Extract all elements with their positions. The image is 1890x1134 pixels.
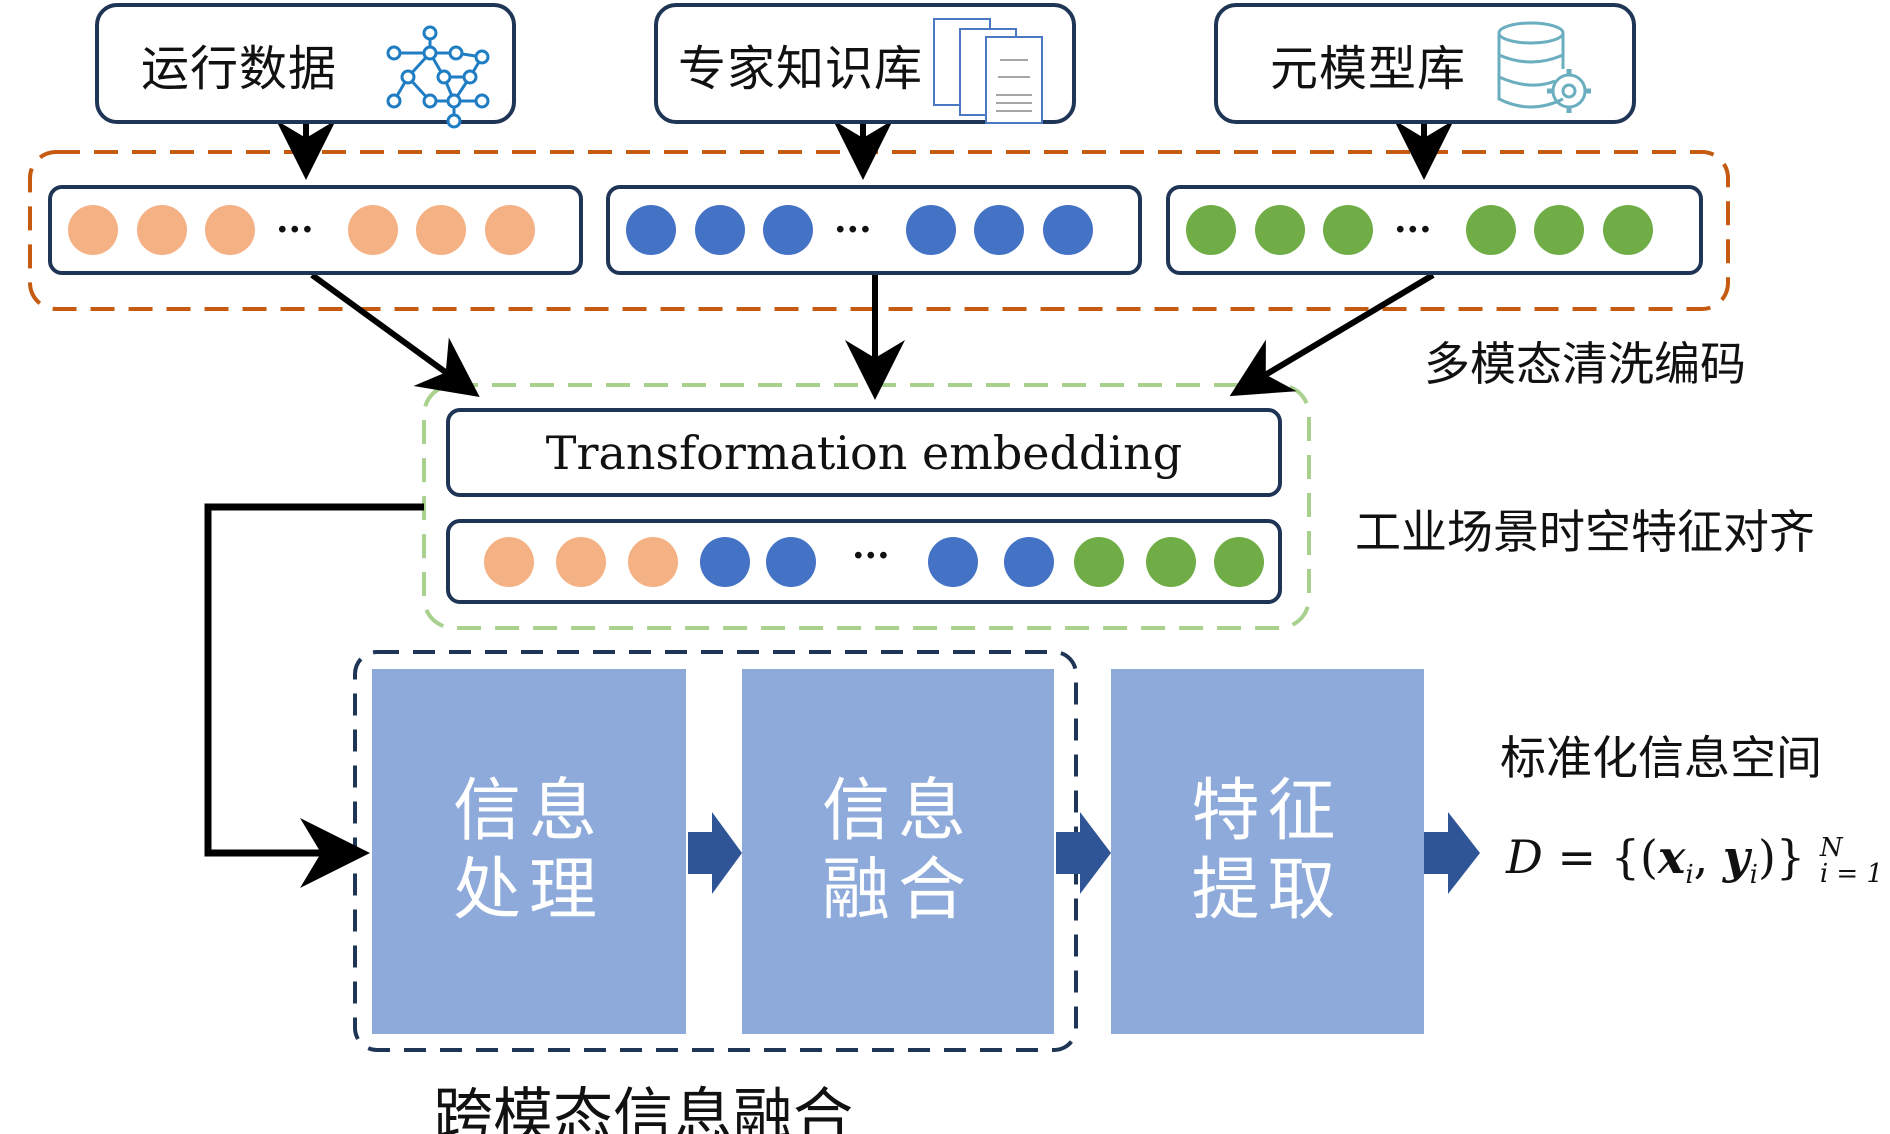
encoding-dot [1186,205,1236,255]
block-feature-extraction[interactable]: 特征 提取 [1111,669,1424,1034]
encoding-ellipsis: ··· [276,209,314,251]
embedding-dot [766,537,816,587]
label-multimodal-cleaning: 多模态清洗编码 [1424,337,1746,391]
formula-upper: N [1819,833,1843,863]
encoding-dot [763,205,813,255]
block-info-fusion[interactable]: 信息 融合 [742,669,1054,1034]
embedding-dot [1004,537,1054,587]
formula-y: y [1722,830,1750,884]
embedding-title: Transformation embedding [545,425,1183,480]
block-label: 特征 提取 [1191,772,1344,930]
encoding-dot [626,205,676,255]
formula-lhs: D [1506,830,1543,884]
embedding-dot [928,537,978,587]
label-cross-modal-fusion: 跨模态信息融合 [433,1082,853,1134]
arrow-row-1 [310,272,480,398]
encoding-dot [695,205,745,255]
source-box-expert-knowledge[interactable]: 专家知识库 [654,3,1076,124]
network-graph-icon [386,25,490,129]
encoding-ellipsis: ··· [834,209,872,251]
encoding-dot [1043,205,1093,255]
embedding-dot [1214,537,1264,587]
encoding-dot [485,205,535,255]
encoding-dot [1534,205,1584,255]
source-box-runtime-data[interactable]: 运行数据 [95,3,516,129]
block-label: 信息 融合 [821,772,974,930]
encoding-dot [1255,205,1305,255]
label-spatiotemporal-alignment: 工业场景时空特征对齐 [1355,505,1815,559]
embedding-ellipsis: ··· [852,535,890,577]
dataset-formula: D = {(xi, yi)} N i = 1 [1506,830,1883,890]
encoding-dot [348,205,398,255]
encoding-dot [974,205,1024,255]
block-info-processing[interactable]: 信息 处理 [372,669,686,1034]
document-stack-icon [933,18,1043,124]
transformation-embedding-box[interactable]: Transformation embedding [446,408,1282,497]
embedding-dot [484,537,534,587]
formula-open: {( [1610,830,1658,884]
formula-y-index: i [1749,860,1758,891]
arrow-row-3 [1229,272,1435,397]
arrow-embedding-to-fusion [204,503,424,888]
formula-x: x [1657,830,1686,884]
formula-comma: , [1693,830,1723,884]
database-gear-icon [1497,21,1591,113]
source-label: 专家知识库 [678,40,924,97]
source-box-meta-model[interactable]: 元模型库 [1214,3,1636,124]
source-label: 元模型库 [1270,40,1467,97]
encoding-dot [906,205,956,255]
embedding-dot [1146,537,1196,587]
source-label: 运行数据 [141,40,338,97]
block-label: 信息 处理 [452,772,605,930]
formula-x-index: i [1685,860,1694,891]
encoding-ellipsis: ··· [1394,209,1432,251]
block-arrow-3 [1424,812,1480,894]
formula-eq: = [1557,830,1597,884]
embedding-dot [700,537,750,587]
formula-close: )} [1757,830,1806,884]
encoding-dot [1466,205,1516,255]
block-arrow-1 [688,812,742,894]
label-standardized-space: 标准化信息空间 [1500,731,1822,785]
encoding-dot [1323,205,1373,255]
encoding-dot [1603,205,1653,255]
encoding-dot [137,205,187,255]
formula-lower: i = 1 [1819,859,1883,889]
block-arrow-2 [1056,812,1111,894]
embedding-dot [628,537,678,587]
encoding-dot [68,205,118,255]
encoding-dot [416,205,466,255]
embedding-dot [556,537,606,587]
embedding-dot [1074,537,1124,587]
encoding-dot [205,205,255,255]
